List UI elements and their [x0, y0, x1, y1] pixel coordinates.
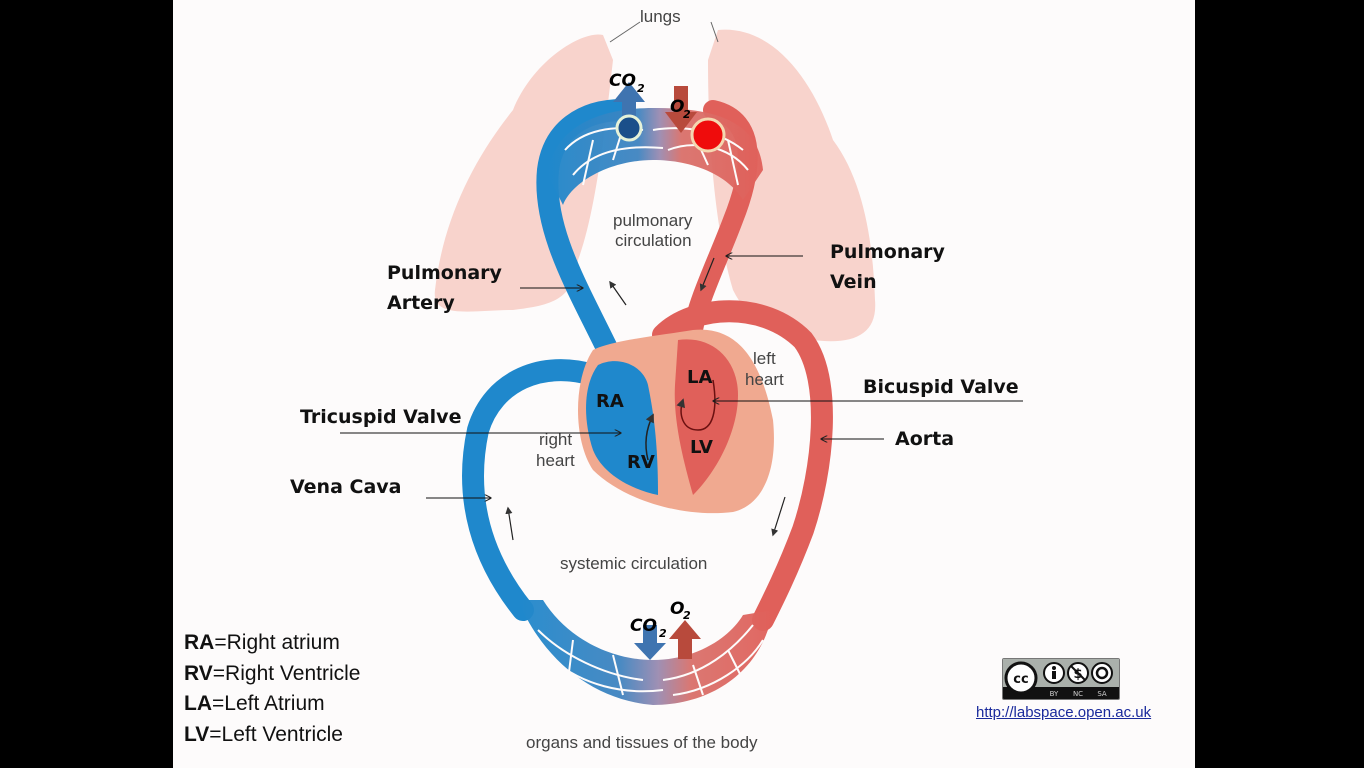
slide: lungs [173, 0, 1195, 768]
chamber-la: LA [687, 367, 712, 388]
tricuspid-valve-label: Tricuspid Valve [300, 406, 462, 428]
pulmonary-vein-label-line2: Vein [830, 271, 877, 293]
abbreviation-legend: RA=Right atrium RV=Right Ventricle LA=Le… [184, 628, 360, 750]
cc-icon: cc [1004, 661, 1038, 695]
lungs-o2-subscript: 2 [683, 108, 691, 121]
circulation-diagram: lungs [340, 7, 1023, 752]
oxygenated-cell-icon [690, 117, 726, 153]
legend-item: LV=Left Ventricle [184, 720, 360, 751]
legend-text: =Left Ventricle [209, 722, 343, 746]
legend-text: =Right Ventricle [212, 661, 361, 685]
svg-text:cc: cc [1013, 672, 1028, 687]
sa-icon [1091, 662, 1113, 684]
aorta-vessel [652, 300, 833, 631]
body-o2-subscript: 2 [683, 609, 691, 622]
body-o2-arrow [669, 620, 701, 659]
pulmonary-vein-label: Pulmonary Vein [830, 237, 945, 297]
right-heart-label-2: heart [536, 451, 575, 470]
legend-item: RV=Right Ventricle [184, 659, 360, 690]
lungs-leader-left [609, 21, 641, 43]
legend-item: RA=Right atrium [184, 628, 360, 659]
chamber-lv: LV [690, 437, 713, 458]
lungs-co2-label: CO [609, 71, 636, 91]
pulmonary-artery-label-line2: Artery [387, 292, 455, 314]
flow-arrow-vena-cava [505, 506, 514, 541]
sa-badge-label: SA [1097, 690, 1107, 698]
left-heart-chamber [674, 339, 738, 495]
lungs-o2-arrow [665, 86, 697, 133]
pulmonary-circulation-label-2: circulation [615, 231, 692, 250]
svg-text:$: $ [1073, 667, 1082, 682]
cc-license-badge[interactable]: cc $ BY NC SA [1002, 658, 1120, 700]
aorta-label: Aorta [895, 428, 955, 450]
body-co2-subscript: 2 [659, 627, 667, 640]
lungs-o2-label: O [670, 97, 684, 117]
flow-arrow-pulmonary-vein [699, 257, 715, 292]
body-co2-arrow [634, 625, 666, 660]
legend-abbr: RA [184, 631, 215, 654]
flow-arrow-aorta [771, 496, 786, 537]
lungs-co2-arrow [613, 82, 645, 142]
nc-icon: $ [1067, 662, 1089, 684]
nc-badge-label: NC [1073, 690, 1083, 698]
organs-label: organs and tissues of the body [526, 733, 758, 752]
right-lung [708, 29, 876, 342]
pulmonary-circulation-label-1: pulmonary [613, 211, 693, 230]
vena-cava-vessel [462, 359, 604, 621]
labspace-link[interactable]: http://labspace.open.ac.uk [976, 704, 1152, 721]
pulmonary-vein-label-line1: Pulmonary [830, 241, 945, 263]
by-icon [1043, 662, 1065, 684]
vena-cava-label: Vena Cava [290, 476, 402, 498]
legend-item: LA=Left Atrium [184, 689, 360, 720]
legend-abbr: LA [184, 692, 212, 715]
bicuspid-valve-label: Bicuspid Valve [863, 376, 1019, 398]
heart-flow-arrow-right [645, 413, 654, 461]
legend-abbr: RV [184, 661, 213, 685]
legend-text: =Right atrium [214, 631, 340, 654]
lungs-leader-right [710, 21, 719, 43]
right-heart-label-1: right [539, 430, 572, 449]
pulmonary-artery-label: Pulmonary Artery [387, 258, 502, 318]
systemic-circulation-label: systemic circulation [560, 554, 707, 573]
legend-abbr: LV [184, 722, 210, 746]
chamber-rv: RV [627, 452, 655, 473]
left-heart-label-2: heart [745, 370, 784, 389]
lungs-label: lungs [640, 7, 681, 26]
by-badge-label: BY [1050, 690, 1059, 698]
pulmonary-artery-label-line1: Pulmonary [387, 262, 502, 284]
body-o2-label: O [670, 599, 684, 619]
legend-text: =Left Atrium [212, 692, 325, 715]
lungs-co2-subscript: 2 [637, 82, 645, 95]
left-heart-label-1: left [753, 349, 776, 368]
systemic-capillary-mesh [537, 624, 764, 696]
right-heart-chamber [586, 361, 658, 495]
body-co2-label: CO [630, 616, 657, 636]
flow-arrow-pulmonary-artery [609, 280, 627, 306]
chamber-ra: RA [596, 391, 624, 412]
